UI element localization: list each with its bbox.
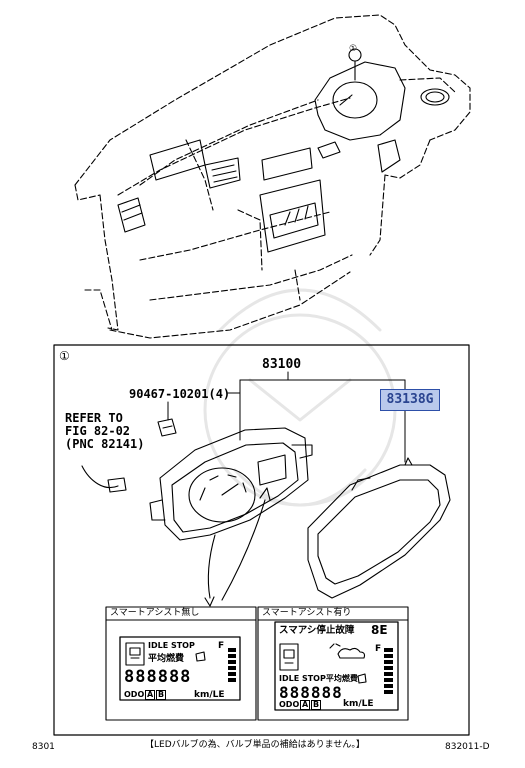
refer-line-1: REFER TO <box>65 411 123 425</box>
dashboard-details <box>117 48 450 253</box>
lcd-left <box>119 636 241 701</box>
right-b-label: B <box>311 700 322 710</box>
panel-right-frame <box>257 606 409 721</box>
left-f-mark: F <box>218 641 225 651</box>
right-idle-fuel: IDLE STOP平均燃費 <box>279 674 358 683</box>
footer-left-code: 8301 <box>32 742 55 752</box>
footer-note: 【LEDバルブの為、バルブ単品の補給はありません。】 <box>145 740 365 750</box>
lcd-right <box>274 621 399 711</box>
watermark-emblem <box>203 288 397 507</box>
left-b-label: B <box>156 690 167 700</box>
refer-line-3: (PNC 82141) <box>65 437 145 451</box>
circle-marker-top: ① <box>349 44 358 54</box>
left-fuel-label: 平均燃費 <box>148 654 185 664</box>
leader-lines <box>167 371 406 463</box>
panel-right-title: スマートアシスト有り <box>262 608 352 618</box>
right-unit: km/LE <box>343 699 374 709</box>
meter-housing <box>149 427 313 607</box>
left-a-label: A <box>145 690 156 700</box>
right-f-mark: F <box>375 644 382 654</box>
right-warning: スマアシ停止故障 <box>279 625 355 636</box>
right-seg: 8E <box>371 623 388 637</box>
connector-part <box>81 465 127 493</box>
left-unit: km/LE <box>194 690 225 700</box>
dashboard-outline <box>74 14 471 339</box>
refer-line-2[interactable]: FIG 82-02 <box>65 424 131 438</box>
circle-marker-box: ① <box>59 349 70 363</box>
left-odo: ODO <box>124 690 145 699</box>
bolt-part <box>157 418 177 437</box>
left-digits: 888888 <box>124 667 192 687</box>
panel-left-title: スマートアシスト無し <box>110 608 200 618</box>
left-idle-stop: IDLE STOP <box>148 641 195 650</box>
right-digits: 888888 <box>279 683 343 702</box>
part-number-bolt[interactable]: 90467-10201(4) <box>129 387 231 401</box>
right-odo: ODO <box>279 700 300 709</box>
right-a-label: A <box>300 700 311 710</box>
footer-right-code: 832011-D <box>445 742 490 752</box>
detail-box <box>53 344 470 736</box>
part-number-lens[interactable]: 83138G <box>380 389 440 411</box>
panel-left-frame <box>105 606 257 721</box>
part-number-assembly[interactable]: 83100 <box>262 357 302 372</box>
lens-part <box>307 457 451 599</box>
